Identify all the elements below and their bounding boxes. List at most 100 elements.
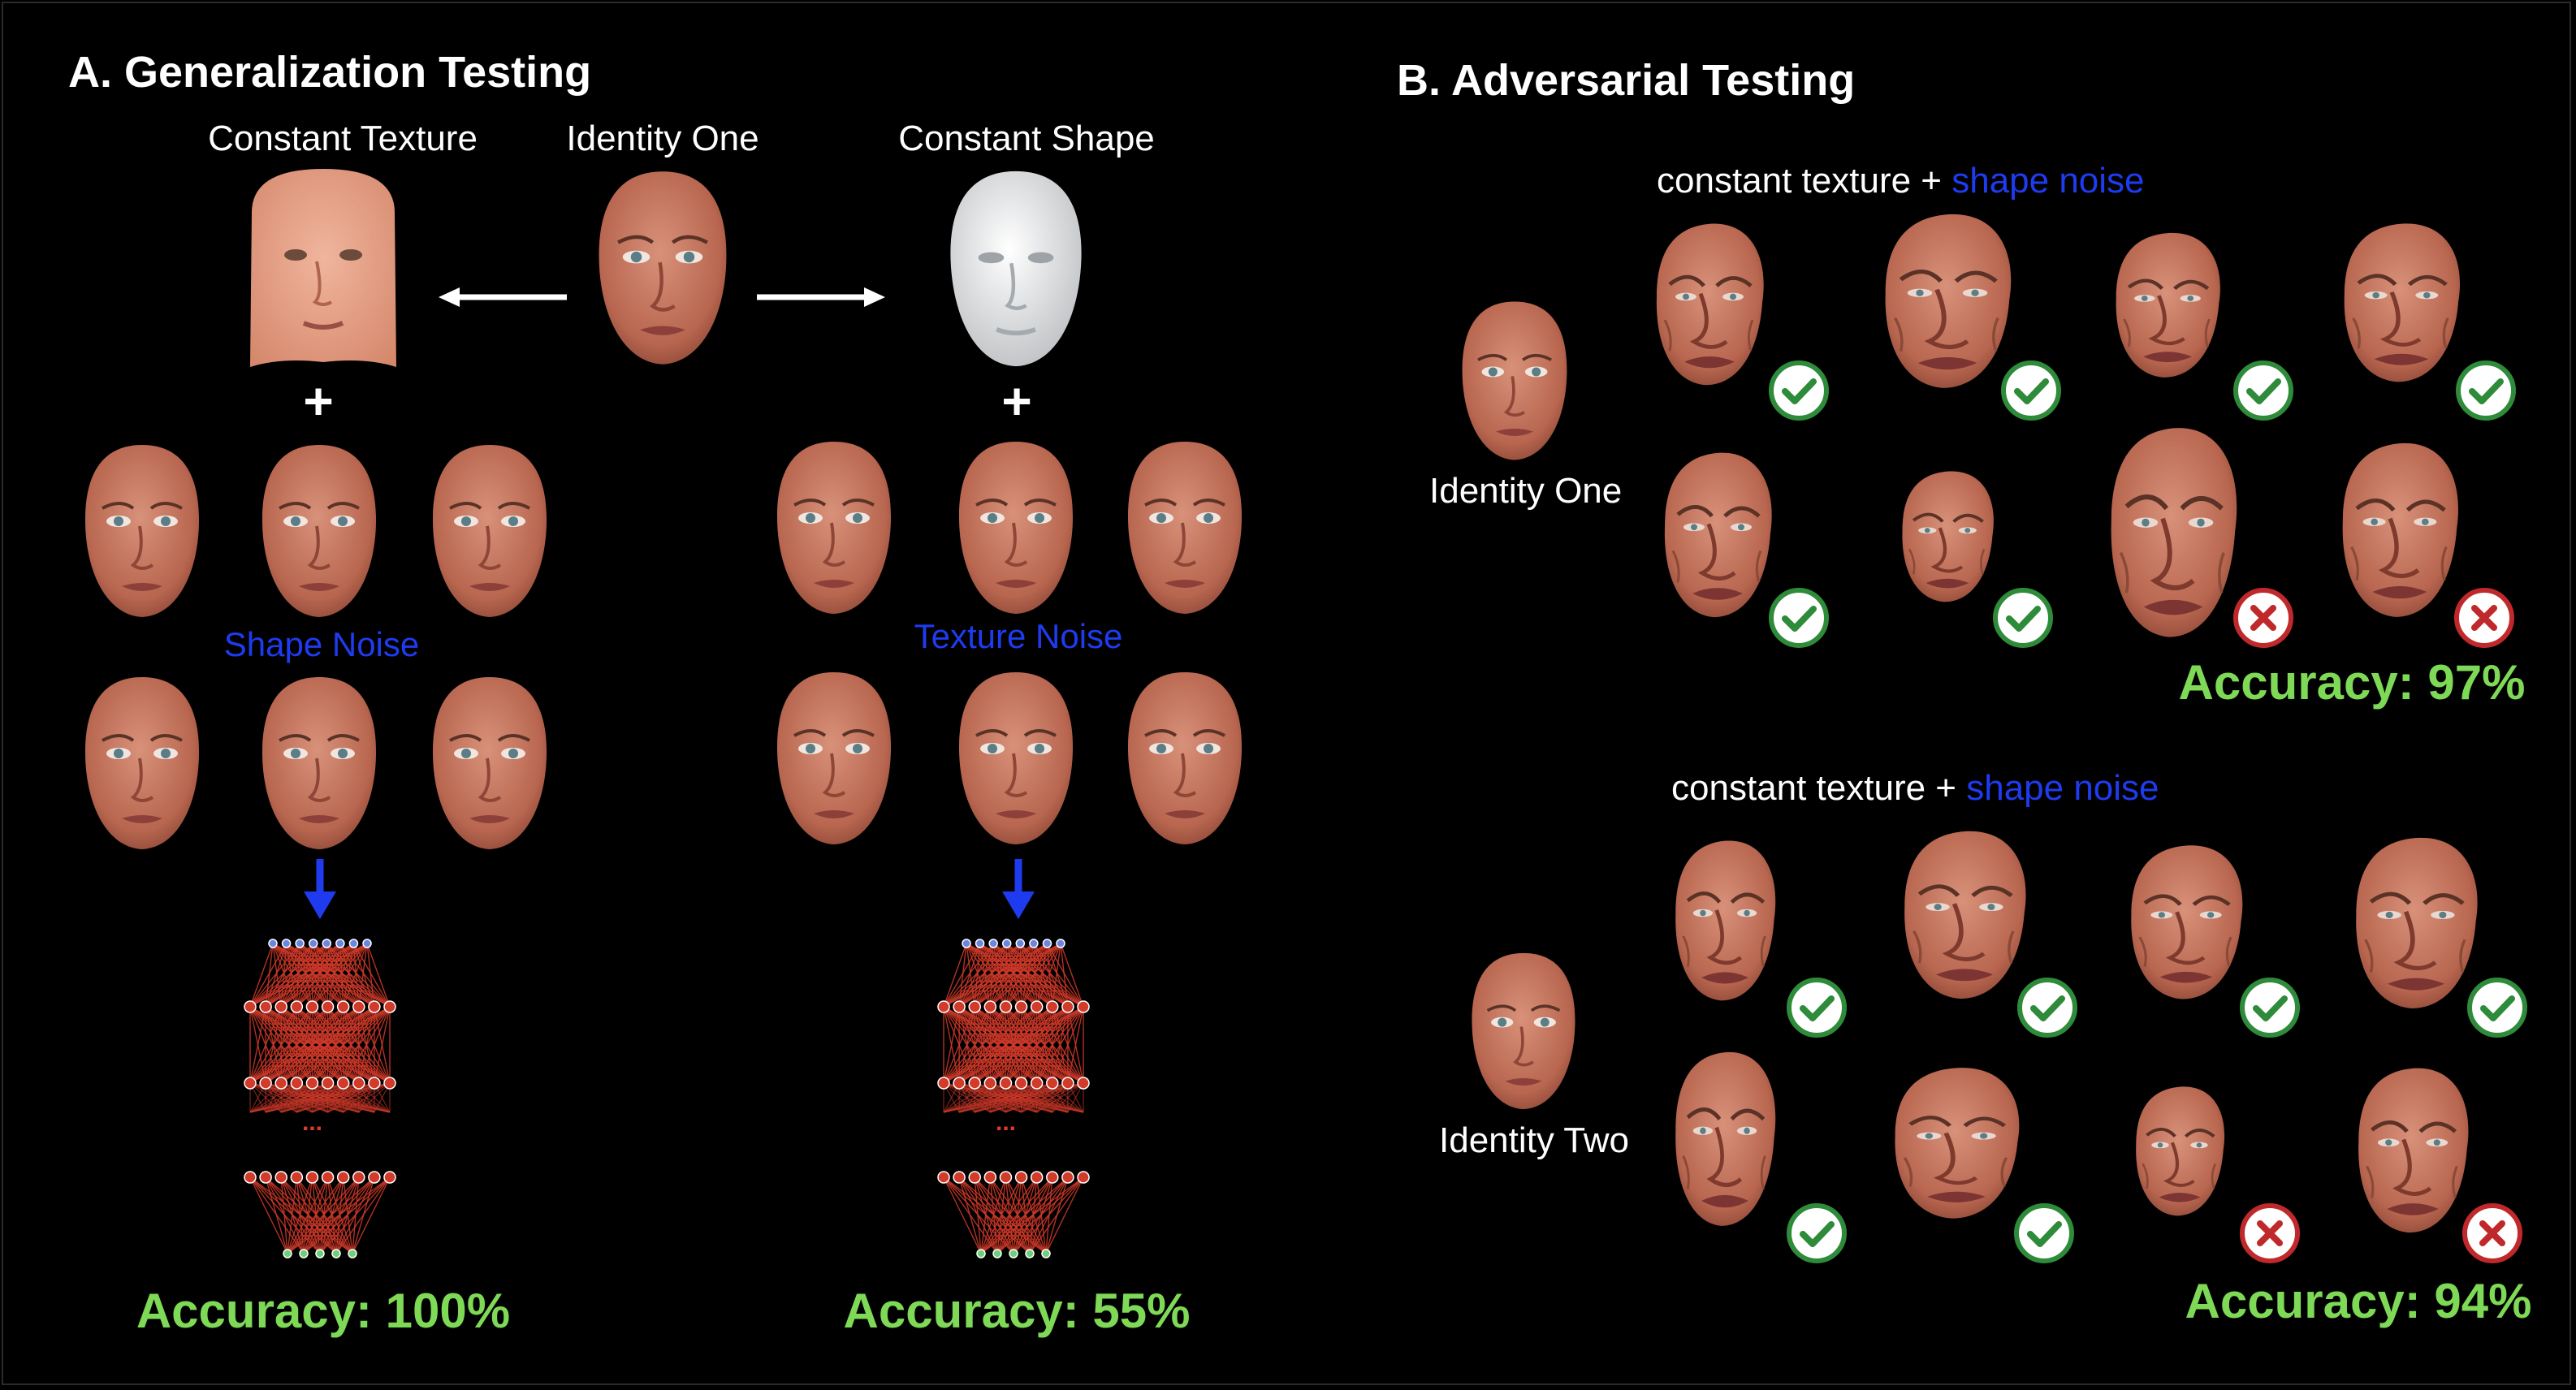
network-connection xyxy=(296,943,354,1008)
network-connection xyxy=(943,943,967,1008)
network-connection xyxy=(1046,943,1053,1008)
network-connection xyxy=(299,943,360,1008)
network-connection xyxy=(358,943,368,1008)
network-connection xyxy=(943,1006,975,1084)
network-node xyxy=(1030,1077,1044,1090)
network-connection xyxy=(339,943,375,1008)
check-icon xyxy=(2014,1203,2074,1263)
network-connection xyxy=(989,943,1008,1008)
network-connection xyxy=(974,943,1008,1008)
network-connection xyxy=(989,1006,1084,1084)
network-connection xyxy=(339,943,344,1008)
network-connection xyxy=(980,1176,1007,1254)
check-icon xyxy=(2456,360,2516,421)
network-connection xyxy=(943,1082,1006,1113)
network-connection xyxy=(374,1006,391,1084)
network-node xyxy=(322,939,332,948)
network-connection xyxy=(1060,943,1084,1008)
network-node xyxy=(983,1077,997,1090)
network-connection xyxy=(249,1006,313,1084)
network-connection xyxy=(989,943,994,1008)
network-node xyxy=(1014,1077,1028,1090)
network-connection xyxy=(1045,1176,1084,1254)
shape-noise-face-image xyxy=(429,434,551,628)
network-node xyxy=(336,1077,350,1090)
network-connection xyxy=(249,1006,297,1084)
network-connection xyxy=(287,1176,329,1254)
network-connection xyxy=(1033,943,1038,1008)
group1-label-noise: shape noise xyxy=(1951,161,2145,201)
check-icon xyxy=(2467,978,2527,1038)
network-connection xyxy=(299,943,329,1008)
network-node xyxy=(937,1000,950,1013)
network-connection xyxy=(943,1082,1069,1113)
adversarial-face-image xyxy=(1895,827,2034,1004)
network-node xyxy=(953,1077,966,1090)
network-connection xyxy=(989,943,1035,1008)
adversarial-face-image xyxy=(1895,468,1999,606)
accuracy-identity-one: Accuracy: 97% xyxy=(2178,655,2526,710)
label-constant-shape: Constant Shape xyxy=(898,119,1155,158)
network-connection xyxy=(974,943,1021,1008)
network-connection xyxy=(311,1006,391,1084)
network-node xyxy=(274,1171,287,1184)
identity-one-label: Identity One xyxy=(1429,471,1623,511)
network-connection xyxy=(313,943,329,1008)
network-node xyxy=(1056,939,1065,948)
network-connection xyxy=(280,943,327,1008)
network-node xyxy=(976,1249,986,1258)
network-connection xyxy=(943,1006,1022,1084)
network-connection xyxy=(265,943,314,1008)
network-connection xyxy=(326,943,375,1008)
network-connection xyxy=(1006,943,1022,1008)
network-node xyxy=(290,1171,304,1184)
network-connection xyxy=(249,1082,282,1113)
network-node xyxy=(368,1000,381,1013)
network-connection xyxy=(943,1006,1053,1084)
adversarial-face-image xyxy=(2108,229,2227,382)
network-node xyxy=(368,1077,381,1090)
network-node xyxy=(321,1000,335,1013)
network-connection xyxy=(943,943,1021,1008)
network-connection xyxy=(249,943,327,1008)
network-ellipsis: ... xyxy=(302,1109,323,1136)
identity-two-label: Identity Two xyxy=(1439,1120,1629,1160)
adversarial-face-image xyxy=(1668,836,1782,1005)
network-node xyxy=(937,1077,950,1090)
network-connection xyxy=(265,943,300,1008)
network-node xyxy=(1041,1249,1051,1258)
network-connection xyxy=(265,943,327,1008)
network-node xyxy=(1046,1077,1059,1090)
network-connection xyxy=(974,943,1061,1008)
network-node xyxy=(290,1077,304,1090)
network-node xyxy=(352,1000,365,1013)
network-connection xyxy=(943,1082,1084,1113)
network-connection xyxy=(287,1176,298,1254)
cross-icon xyxy=(2454,588,2514,648)
network-connection xyxy=(1046,943,1084,1008)
network-connection xyxy=(1006,943,1069,1008)
network-connection xyxy=(319,1176,391,1254)
network-node xyxy=(1061,1077,1074,1090)
network-connection xyxy=(943,1176,982,1254)
check-icon xyxy=(2233,360,2293,421)
network-connection xyxy=(992,943,1069,1008)
network-connection xyxy=(335,1176,391,1254)
network-connection xyxy=(265,943,368,1008)
network-connection xyxy=(313,943,375,1008)
network-node xyxy=(348,939,359,948)
network-connection xyxy=(280,943,314,1008)
adversarial-face-image xyxy=(2129,1083,2230,1219)
identity-one-face-image xyxy=(594,167,731,369)
network-node xyxy=(1030,1000,1044,1013)
network-node xyxy=(1077,1000,1090,1013)
adversarial-face-image xyxy=(2102,422,2245,643)
group2-condition-label: constant texture + shape noise xyxy=(1671,768,2159,809)
network-connection xyxy=(943,1006,1006,1084)
neural-network-icon xyxy=(937,939,1090,1258)
network-connection xyxy=(265,1176,288,1254)
network-node xyxy=(983,1171,997,1184)
network-node xyxy=(305,1171,319,1184)
network-connection xyxy=(326,943,344,1008)
